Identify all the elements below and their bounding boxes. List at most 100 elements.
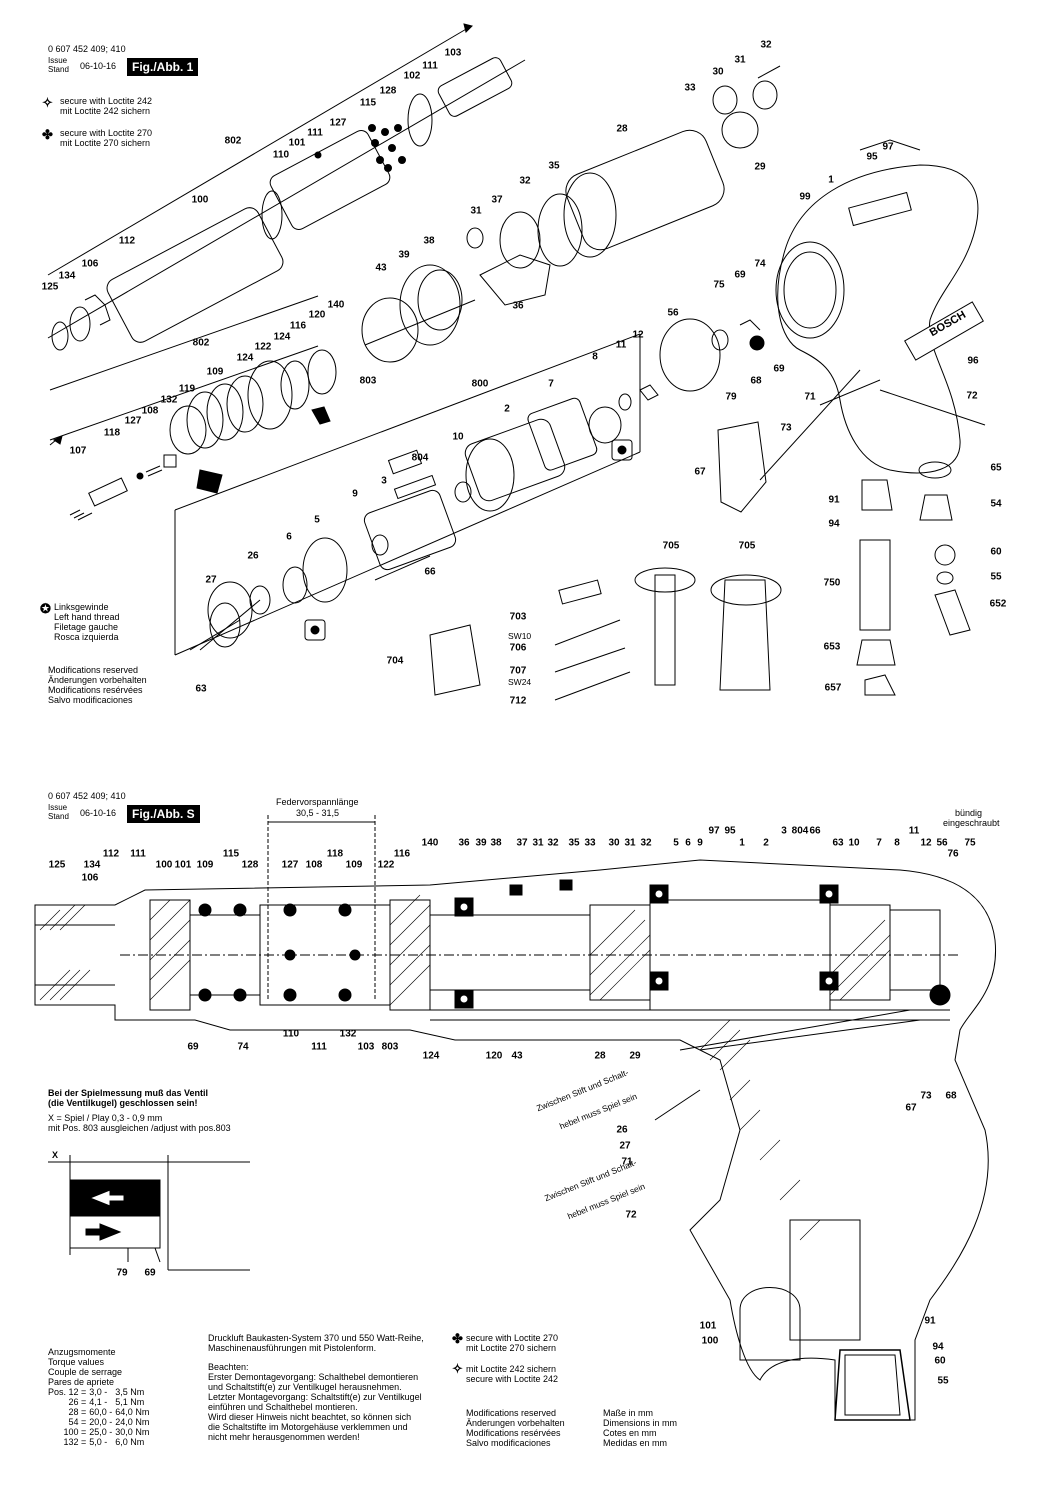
upper-callout-106: 106: [81, 258, 99, 270]
lower-callout-94: 94: [932, 1341, 944, 1353]
lower-callout-115: 115: [222, 848, 240, 860]
lower-issue-label: Issue: [48, 803, 68, 812]
lower-stand-label: Stand: [48, 812, 69, 821]
upper-callout-127: 127: [124, 415, 142, 427]
upper-loctite-242-en: secure with Loctite 242: [60, 96, 153, 106]
lower-callout-31: 31: [624, 837, 636, 849]
lower-loctite-242-icon: ✧: [452, 1361, 463, 1376]
upper-callout-124: 124: [273, 331, 291, 343]
lower-callout-803: 803: [381, 1041, 399, 1053]
upper-callout-115: 115: [359, 97, 377, 109]
lower-callout-110: 110: [282, 1028, 300, 1040]
upper-callout-122: 122: [254, 341, 272, 353]
lower-loctite-242-en: secure with Loctite 242: [466, 1374, 559, 1384]
tool-label-sw24: SW24: [508, 677, 532, 687]
upper-callout-800: 800: [471, 378, 489, 390]
upper-callout-9: 9: [352, 488, 358, 500]
lower-callout-37: 37: [516, 837, 528, 849]
upper-callout-706: 706: [509, 642, 527, 654]
lower-callout-106: 106: [81, 872, 99, 884]
preload-value: 30,5 - 31,5: [296, 808, 340, 818]
left-thread-es: Rosca izquierda: [54, 632, 119, 642]
preload-title: Federvorspannlänge: [276, 797, 359, 807]
upper-callout-30: 30: [712, 66, 724, 78]
upper-callout-11: 11: [615, 339, 627, 351]
upper-callout-54: 54: [990, 498, 1002, 510]
upper-callout-74: 74: [754, 258, 766, 270]
upper-callout-35: 35: [548, 160, 560, 172]
lower-callout-38: 38: [490, 837, 502, 849]
upper-callout-134: 134: [58, 270, 76, 282]
upper-callout-31: 31: [734, 54, 746, 66]
lower-loctite-270-icon: ✤: [452, 1331, 463, 1346]
lower-callout-75: 75: [964, 837, 976, 849]
torque-pos: Pos. 12 =: [48, 1387, 87, 1397]
lower-callout-127: 127: [281, 859, 299, 871]
beachten-line: einführen und Schalthebel montieren.: [208, 1402, 358, 1412]
upper-callout-33: 33: [684, 82, 696, 94]
lower-callout-111: 111: [311, 1041, 327, 1053]
upper-figure-label: Fig./Abb. 1: [127, 58, 199, 76]
upper-callout-1: 1: [828, 174, 834, 186]
torque-heading-es: Pares de apriete: [48, 1377, 115, 1387]
torque-max: 3,5 Nm: [115, 1387, 145, 1397]
beachten-line: Erster Demontagevorgang: Schalthebel dem…: [208, 1372, 419, 1382]
lower-callout-804: 804: [791, 825, 809, 837]
upper-callout-95: 95: [866, 151, 878, 163]
axis-line-1: [47, 27, 469, 276]
upper-callout-703: 703: [509, 611, 527, 623]
lower-callout-3: 3: [781, 825, 787, 837]
upper-callout-804: 804: [411, 452, 429, 464]
upper-mod-en: Änderungen vorbehalten: [48, 675, 147, 685]
torque-pos: 54 =: [68, 1417, 87, 1427]
upper-callout-802: 802: [192, 337, 210, 349]
lower-callout-132: 132: [339, 1028, 357, 1040]
torque-pos: 100 =: [63, 1427, 87, 1437]
play-line: X = Spiel / Play 0,3 - 0,9 mm: [48, 1113, 163, 1123]
upper-callout-657: 657: [824, 682, 842, 694]
upper-callout-56: 56: [667, 307, 679, 319]
upper-callout-803: 803: [359, 375, 377, 387]
lower-loctite-242-de: mit Loctite 242 sichern: [466, 1364, 557, 1374]
torque-row: 132 =5,0 -6,0 Nm: [48, 1437, 152, 1447]
upper-callout-39: 39: [398, 249, 410, 261]
lower-callout-101: 101: [174, 859, 192, 871]
torque-min: 3,0 -: [89, 1387, 108, 1397]
upper-callout-28: 28: [616, 123, 628, 135]
valve-note-1: Bei der Spielmessung muß das Ventil: [48, 1088, 209, 1098]
torque-heading-en: Torque values: [48, 1357, 105, 1367]
lower-callout-55: 55: [937, 1375, 949, 1387]
lower-callout-5: 5: [673, 837, 679, 849]
upper-callout-72: 72: [966, 390, 978, 402]
upper-callout-652: 652: [989, 598, 1007, 610]
lower-callout-11: 11: [908, 825, 920, 837]
torque-max: 24,0 Nm: [115, 1417, 150, 1427]
upper-callout-119: 119: [178, 383, 196, 395]
upper-callout-5: 5: [314, 514, 320, 526]
lower-mod-fr: Modifications resérvées: [466, 1428, 561, 1438]
upper-callout-60: 60: [990, 546, 1002, 558]
lower-callout-91: 91: [924, 1315, 936, 1327]
lower-callout-36: 36: [458, 837, 470, 849]
upper-callout-63: 63: [195, 683, 207, 695]
upper-callout-31: 31: [470, 205, 482, 217]
beachten-line: nicht mehr herausgenommen werden!: [208, 1432, 360, 1442]
lower-callout-35: 35: [568, 837, 580, 849]
units-en: Dimensions in mm: [603, 1418, 678, 1428]
upper-callout-111: 111: [422, 60, 438, 72]
lower-callout-95: 95: [724, 825, 736, 837]
upper-callout-65: 65: [990, 462, 1002, 474]
upper-callout-109: 109: [206, 366, 224, 378]
flush-note-1: bündig: [955, 808, 983, 818]
upper-callout-127: 127: [329, 117, 347, 129]
upper-callout-79: 79: [725, 391, 737, 403]
upper-callout-125: 125: [41, 281, 59, 293]
upper-callout-128: 128: [379, 85, 397, 97]
upper-callout-38: 38: [423, 235, 435, 247]
upper-callout-75: 75: [713, 279, 725, 291]
upper-callout-69: 69: [734, 269, 746, 281]
upper-callout-7: 7: [548, 378, 554, 390]
lower-callout-76: 76: [947, 848, 959, 860]
upper-callout-32: 32: [760, 39, 772, 51]
